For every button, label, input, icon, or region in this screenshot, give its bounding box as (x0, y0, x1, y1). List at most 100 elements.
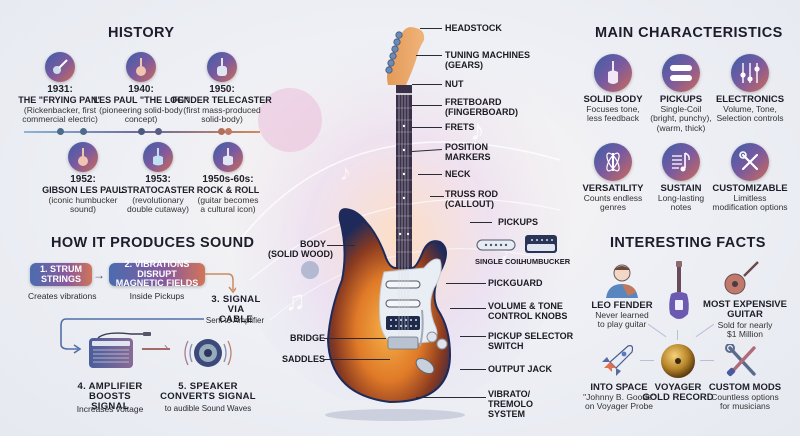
label-fretboard: FRETBOARD(FINGERBOARD) (445, 97, 518, 117)
label-bridge: BRIDGE (290, 333, 326, 343)
electric-guitar-icon (669, 261, 689, 319)
label-single-coil: SINGLE COIL (475, 257, 523, 266)
callout-line (446, 283, 486, 285)
telecaster-guitar-icon (207, 52, 237, 82)
label-body: BODY(SOLID WOOD) (268, 239, 333, 259)
callout-line (460, 336, 486, 338)
timeline-dot (225, 128, 232, 135)
callout-line (430, 196, 444, 198)
timeline-dot (80, 128, 87, 135)
connector-line (700, 360, 714, 362)
callout-line (324, 359, 390, 361)
label-pickups: PICKUPS (498, 217, 539, 227)
connector-line (677, 330, 679, 340)
characteristic-solid-body: SOLID BODY Focuses tone, less feedback (578, 54, 648, 124)
arrow-icon: → (93, 268, 105, 282)
callout-line (470, 222, 492, 224)
step-5-caption: to audible Sound Waves (164, 404, 252, 413)
callout-line (412, 84, 442, 86)
characteristic-electronics: ELECTRONICS Volume, Tone, Selection cont… (710, 54, 790, 124)
history-item-1950s-60s: 1950s-60s: ROCK & ROLL (guitar becomes a… (178, 142, 278, 214)
history-item-1950: 1950: FENDER TELECASTER (first mass-prod… (172, 52, 272, 124)
facts-title: INTERESTING FACTS (610, 235, 766, 251)
label-headstock: HEADSTOCK (445, 23, 502, 33)
label-output-jack: OUTPUT JACK (488, 364, 553, 374)
svg-text:♪: ♪ (340, 160, 351, 185)
history-item-1953: 1953: STRATOCASTER (revolutionary double… (108, 142, 208, 214)
characteristic-sustain: SUSTAIN Long-lasting notes (643, 143, 719, 213)
music-note-icon (662, 143, 700, 181)
label-pickguard: PICKGUARD (488, 278, 543, 288)
characteristic-versatility: VERSATILITY Counts endless genres (576, 143, 650, 213)
callout-line (327, 245, 355, 247)
pickup-icon (662, 54, 700, 92)
label-saddles: SADDLES (282, 354, 326, 364)
rock-guitar-icon (213, 142, 243, 172)
label-frets: FRETS (445, 122, 475, 132)
label-humbucker: HUMBUCKER (521, 257, 571, 266)
callout-line (324, 338, 386, 340)
fact-voyager-gold-record: VOYAGER GOLD RECORD (642, 382, 714, 404)
curved-arrow-icon (205, 273, 236, 294)
gibson-guitar-icon (68, 142, 98, 172)
wrench-screwdriver-icon (731, 143, 769, 181)
step-4-caption: Increases voltage (76, 404, 144, 414)
callout-line (450, 308, 486, 310)
sound-title: HOW IT PRODUCES SOUND (51, 235, 255, 251)
arrow-icon (142, 348, 170, 350)
callout-line (416, 397, 486, 399)
label-nut: NUT (445, 79, 464, 89)
les-paul-guitar-icon (126, 52, 156, 82)
step-3-caption: Sent to Amplifier (205, 316, 265, 325)
connector-line (640, 360, 654, 362)
fact-into-space: INTO SPACE "Johnny B. Goode" on Voyager … (583, 382, 655, 412)
step-1-caption: Creates vibrations (28, 291, 97, 301)
callout-line (416, 55, 442, 57)
rocket-icon (602, 345, 634, 376)
characteristics-title: MAIN CHARACTERISTICS (595, 25, 783, 41)
single-coil-pickup-icon (476, 239, 516, 251)
history-item-1940: 1940: LES PAUL "THE LOG" (pioneering sol… (91, 52, 191, 124)
lap-steel-guitar-icon (45, 52, 75, 82)
stratocaster-guitar-icon (143, 142, 173, 172)
electric-guitar-illustration (325, 27, 465, 421)
callout-line (460, 369, 486, 371)
versatility-icon (594, 143, 632, 181)
sliders-icon (731, 54, 769, 92)
timeline-dot (138, 128, 145, 135)
amplifier-icon (89, 332, 151, 368)
label-tuning-machines: TUNING MACHINES(GEARS) (445, 50, 530, 70)
history-item-1931: 1931: THE "FRYING PAN" (Rickenbacker, fi… (10, 52, 110, 124)
timeline-dot (155, 128, 162, 135)
person-icon (606, 264, 638, 298)
callout-line (412, 127, 442, 129)
timeline-dot (57, 128, 64, 135)
label-truss-rod: TRUSS ROD(CALLOUT) (445, 189, 499, 209)
svg-text:♫: ♫ (285, 285, 306, 316)
callout-line (418, 174, 442, 176)
fact-leo-fender: LEO FENDER Never learned to play guitar (591, 300, 653, 330)
tools-icon (725, 344, 756, 377)
guitar-body-icon (594, 54, 632, 92)
history-title: HISTORY (108, 25, 175, 41)
history-item-1952: 1952: GIBSON LES PAUL (iconic humbucker … (33, 142, 133, 214)
step-2-caption: Inside Pickups (129, 291, 185, 301)
humbucker-pickup-icon (525, 235, 557, 253)
svg-text:♪: ♪ (470, 114, 485, 147)
callout-line (420, 28, 442, 30)
speaker-icon (184, 339, 232, 367)
fact-custom-mods: CUSTOM MODS Countless options for musici… (708, 382, 782, 412)
characteristic-pickups: PICKUPS Single-Coil (bright, punchy), (w… (643, 54, 719, 133)
label-neck: NECK (445, 169, 471, 179)
characteristic-customizable: CUSTOMIZABLE Limitless modification opti… (705, 143, 795, 213)
cable-path-icon (60, 318, 204, 354)
